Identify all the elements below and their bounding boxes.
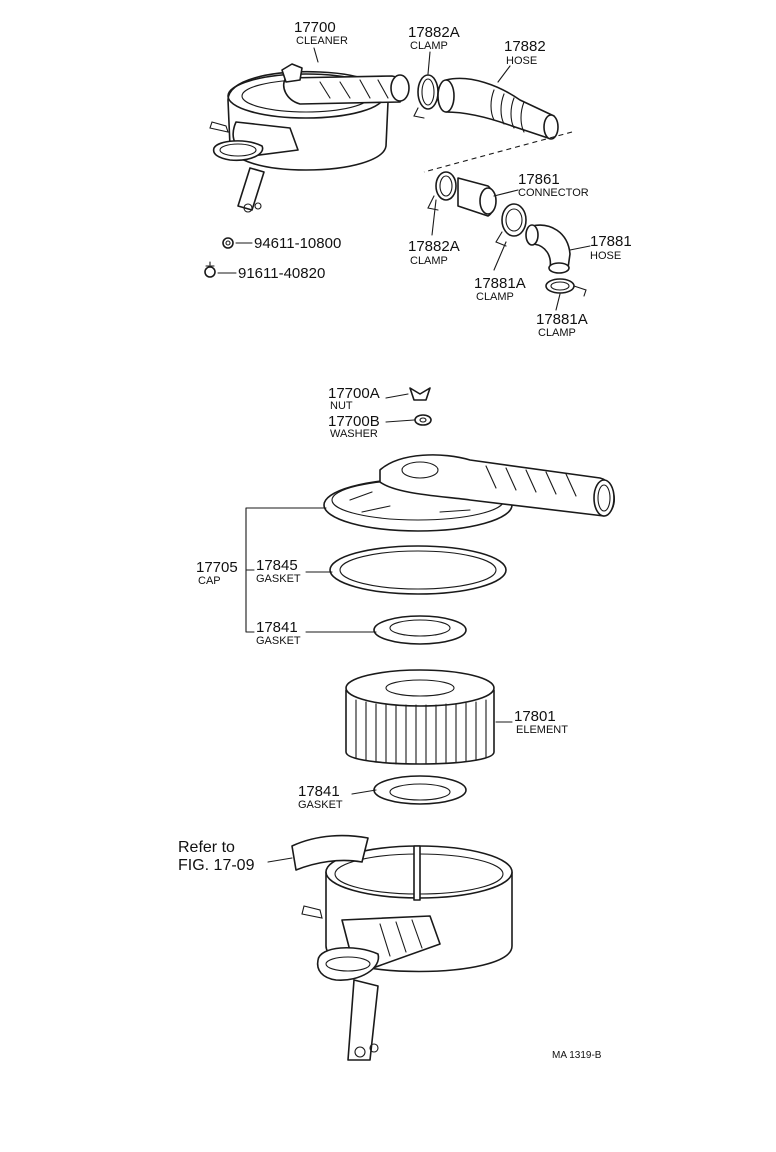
part-name-clamp-17881a-upper: CLAMP xyxy=(476,291,514,303)
washer-17700b-drawing xyxy=(414,414,432,426)
clamp-17882a-top-drawing xyxy=(413,74,439,119)
part-number-17841-top: 17841 xyxy=(256,619,298,636)
part-number-17700a: 17700A xyxy=(328,385,380,402)
gasket-17841-bottom-drawing xyxy=(373,775,467,805)
part-number-17801: 17801 xyxy=(514,708,556,725)
part-number-17841-bottom: 17841 xyxy=(298,783,340,800)
clamp-17881a-lower-drawing xyxy=(545,278,587,297)
part-name-cap: CAP xyxy=(198,575,221,587)
part-number-17705: 17705 xyxy=(196,559,238,576)
part-name-element: ELEMENT xyxy=(516,724,568,736)
leader-line-reference xyxy=(267,857,293,863)
part-name-clamp-17881a-lower: CLAMP xyxy=(538,327,576,339)
part-name-gasket-17841-top: GASKET xyxy=(256,635,301,647)
clamp-17881a-upper-drawing xyxy=(495,203,527,247)
cap-17705-drawing xyxy=(323,454,615,532)
part-name-connector: CONNECTOR xyxy=(518,187,589,199)
part-name-hose-17881: HOSE xyxy=(590,250,621,262)
part-number-17881a-lower: 17881A xyxy=(536,311,588,328)
hose-17882-drawing xyxy=(437,77,559,140)
part-name-clamp-lower: CLAMP xyxy=(410,255,448,267)
part-name-hose-17882: HOSE xyxy=(506,55,537,67)
washer-94611-drawing xyxy=(222,237,234,249)
part-name-cleaner: CLEANER xyxy=(296,35,348,47)
part-number-17845: 17845 xyxy=(256,557,298,574)
element-17801-drawing xyxy=(345,669,495,765)
reference-line-1: Refer to xyxy=(178,839,235,856)
part-number-91611-40820: 91611-40820 xyxy=(238,265,325,282)
part-number-17882a-top: 17882A xyxy=(408,24,460,41)
cleaner-case-drawing xyxy=(301,845,513,1061)
cap-grouping-bracket xyxy=(245,507,327,633)
part-name-washer: WASHER xyxy=(330,428,378,440)
gasket-17845-drawing xyxy=(329,545,507,595)
part-name-clamp-top: CLAMP xyxy=(410,40,448,52)
gasket-17841-top-drawing xyxy=(373,615,467,645)
part-number-17881a-upper: 17881A xyxy=(474,275,526,292)
hose-17881-drawing xyxy=(525,224,571,274)
figure-code: MA 1319-B xyxy=(552,1050,602,1061)
connector-17861-drawing xyxy=(427,171,497,217)
part-name-gasket-17845: GASKET xyxy=(256,573,301,585)
part-number-94611-10800: 94611-10800 xyxy=(254,235,341,252)
part-number-17700: 17700 xyxy=(294,19,336,36)
part-name-gasket-17841-bottom: GASKET xyxy=(298,799,343,811)
part-number-17882: 17882 xyxy=(504,38,546,55)
leader-lines-middle xyxy=(305,393,513,795)
part-number-17882a-lower: 17882A xyxy=(408,238,460,255)
cleaner-assembly-drawing xyxy=(209,63,410,213)
routing-dashed-line xyxy=(423,131,573,173)
reference-line-2: FIG. 17-09 xyxy=(178,857,255,874)
part-number-17881: 17881 xyxy=(590,233,632,250)
part-number-17700b: 17700B xyxy=(328,413,380,430)
leader-lines-top xyxy=(217,47,591,311)
reference-tab-drawing xyxy=(291,834,369,871)
part-name-nut: NUT xyxy=(330,400,353,412)
part-number-17861: 17861 xyxy=(518,171,560,188)
wing-nut-17700a-drawing xyxy=(409,387,431,401)
bolt-91611-drawing xyxy=(204,261,216,278)
